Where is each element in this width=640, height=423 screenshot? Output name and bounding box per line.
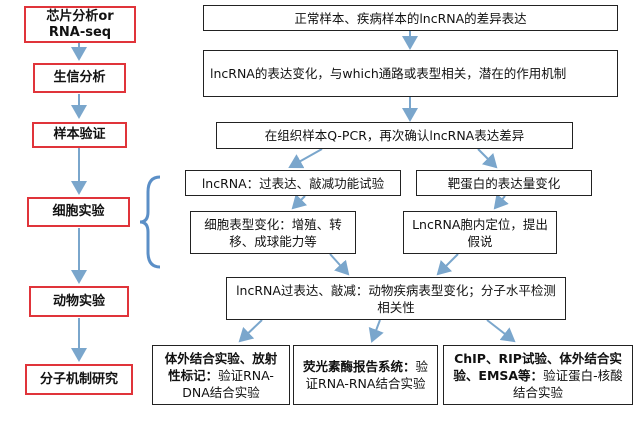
stage-label: 样本验证: [53, 127, 106, 142]
node-protein-nucleic-binding: ChIP、RIP试验、体外结合实验、EMSA等：验证蛋白-核酸结合实验: [443, 345, 633, 405]
arrow-qpcr-overexp: [288, 148, 323, 169]
node-bold-text: ChIP、RIP试验、体外结合实验、EMSA等：: [453, 350, 622, 383]
arrow-animal-m1: [238, 319, 263, 343]
stage-animal-experiment: 动物实验: [29, 286, 129, 317]
node-text: 验证RNA-DNA结合实验: [182, 367, 274, 400]
bracket-icon: [139, 175, 161, 269]
node-rna-dna-binding: 体外结合实验、放射性标记：验证RNA-DNA结合实验: [152, 345, 290, 405]
arrow-qpcr-target: [477, 148, 498, 169]
stage-label: 动物实验: [52, 293, 105, 309]
arrow-local-animal: [436, 253, 459, 276]
node-bioinformatics: lncRNA的表达变化，与which通路或表型相关，潜在的作用机制: [203, 50, 618, 97]
arrow-animal-m3: [486, 319, 516, 343]
stage-molecular-mechanism: 分子机制研究: [25, 364, 133, 395]
arrow-overexp-pheno: [291, 193, 308, 210]
node-bold-text: 荧光素酶报告系统：: [302, 359, 416, 374]
node-text: 验证RNA-RNA结合实验: [305, 359, 429, 391]
node-qpcr-validation: 在组织样本Q-PCR，再次确认lncRNA表达差异: [216, 122, 573, 149]
node-target-protein: 靶蛋白的表达量变化: [416, 170, 592, 196]
node-overexpression: lncRNA：过表达、敲减功能试验: [185, 170, 401, 196]
node-animal-experiment: lncRNA过表达、敲减：动物疾病表型变化；分子水平检测相关性: [226, 277, 566, 320]
stage-bioinformatics: 生信分析: [33, 63, 126, 93]
node-cell-phenotype: 细胞表型变化：增殖、转移、成球能力等: [190, 211, 356, 254]
arrow-pheno-animal: [329, 253, 350, 276]
stage-sample-validation: 样本验证: [32, 122, 127, 148]
stage-label: 分子机制研究: [39, 371, 118, 387]
stage-label: 芯片分析or RNA-seq: [46, 8, 114, 40]
node-bold-text: 体外结合实验、放射性标记：: [164, 350, 278, 383]
node-text: 验证蛋白-核酸结合实验: [512, 367, 623, 400]
node-localization: LncRNA胞内定位，提出假说: [403, 211, 557, 254]
stage-label: 生信分析: [53, 70, 106, 85]
stage-chip-analysis: 芯片分析or RNA-seq: [24, 6, 136, 43]
stage-cell-experiment: 细胞实验: [27, 197, 130, 227]
stage-label: 细胞实验: [52, 204, 105, 219]
node-luciferase-reporter: 荧光素酶报告系统：验证RNA-RNA结合实验: [293, 345, 438, 405]
arrow-target-local: [493, 193, 509, 210]
node-differential-expression: 正常样本、疾病样本的lncRNA的差异表达: [203, 5, 618, 31]
arrow-animal-m2: [368, 319, 384, 343]
